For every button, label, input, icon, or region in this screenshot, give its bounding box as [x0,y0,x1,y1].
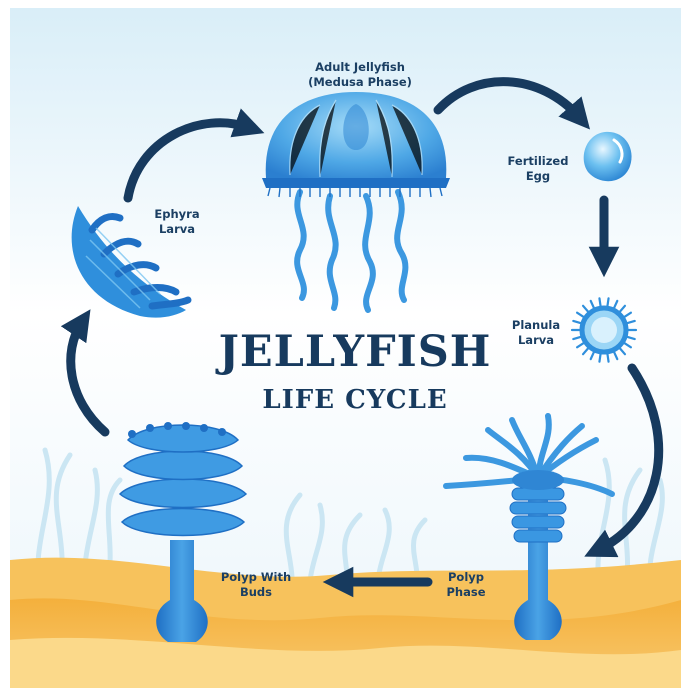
egg-label-line1: Fertilized [498,154,578,169]
egg-stage-label: Fertilized Egg [498,154,578,184]
egg-illustration [584,132,632,181]
buds-label-line2: Buds [210,585,302,600]
polyp-label-line2: Phase [430,585,502,600]
cilium [599,298,600,306]
diagram-title: JELLYFISH [190,328,520,376]
ephyra-label-line1: Ephyra [142,207,212,222]
buds-stage-label: Polyp With Buds [210,570,302,600]
adult-label-line2: (Medusa Phase) [290,75,430,90]
egg-label-line2: Egg [498,169,578,184]
cilium [599,354,600,362]
polyp-label-line1: Polyp [430,570,502,585]
adult-label-line1: Adult Jellyfish [290,60,430,75]
cilium [607,298,608,306]
polyp-stage-label: Polyp Phase [430,570,502,600]
diagram-subtitle: LIFE CYCLE [190,384,520,416]
adult-stage-label: Adult Jellyfish (Medusa Phase) [290,60,430,90]
ephyra-label-line2: Larva [142,222,212,237]
buds-label-line1: Polyp With [210,570,302,585]
ephyra-stage-label: Ephyra Larva [142,207,212,237]
cilium [607,354,608,362]
